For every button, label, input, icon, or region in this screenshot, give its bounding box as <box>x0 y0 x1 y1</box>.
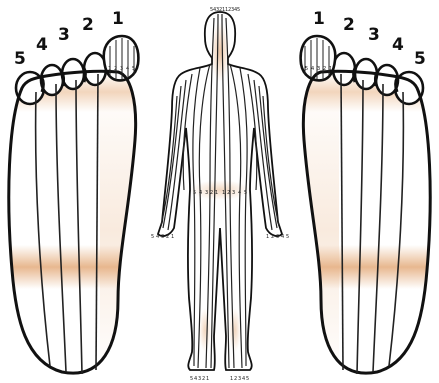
body-left-foot-zone-number: 4 <box>194 376 197 382</box>
waist-zone-number: 4 <box>199 190 202 196</box>
body-right-foot-zone-number: 4 <box>242 376 245 382</box>
right-toe-number-1: 1 <box>313 9 325 29</box>
body-right-foot-zone-number: 3 <box>238 376 241 382</box>
body-left-foot-zone-number: 5 <box>190 376 193 382</box>
body-left-foot-numbers: 5 4 3 2 1 <box>190 376 209 382</box>
left-foot-zone-lines <box>36 74 98 374</box>
waist-zone-number: 3 <box>232 190 235 196</box>
left-hand-zone-number: 5 <box>151 234 154 240</box>
right-toe-number-4: 4 <box>392 35 404 55</box>
right-hand-zone-number: 2 <box>271 234 274 240</box>
left-foot-zone-shading <box>0 72 150 380</box>
right-hand-zone-number: 5 <box>286 234 289 240</box>
body-left-foot-zone-number: 3 <box>198 376 201 382</box>
right-foot-zone-lines <box>341 74 403 374</box>
right-big-toe-zone-2: 2 <box>323 66 326 72</box>
right-big-toe-zone-4: 4 <box>311 66 314 72</box>
waist-zone-number: 3 <box>205 190 208 196</box>
left-hand-zone-number: 1 <box>171 234 174 240</box>
right-hand-zone-number: 3 <box>276 234 279 240</box>
right-foot-zone-shading <box>290 72 439 380</box>
left-big-toe-zone-1: 1 <box>108 66 111 72</box>
body-left-foot-zone-number: 2 <box>202 376 205 382</box>
left-big-toe-zone-5: 5 <box>132 66 135 72</box>
right-hand-zone-number: 4 <box>281 234 284 240</box>
body-right-foot-zone-number: 5 <box>246 376 249 382</box>
left-hand-zone-number: 4 <box>156 234 159 240</box>
body-figure: 5 4 3 2 1 1 2 3 4 5 5 4 3 2 1 1 2 3 4 5 … <box>151 7 289 382</box>
left-toe-number-1: 1 <box>112 9 124 29</box>
right-toe-number-3: 3 <box>368 25 380 45</box>
waist-zone-number: 1 <box>215 190 218 196</box>
body-right-foot-numbers: 1 2 3 4 5 <box>230 376 249 382</box>
right-toe-number-2: 2 <box>343 15 355 35</box>
right-foot: 5 4 3 2 1 1 2 3 4 5 <box>290 9 439 380</box>
left-toe-number-5: 5 <box>14 49 26 69</box>
body-right-foot-zone-number: 1 <box>230 376 233 382</box>
head-zone-number: 5 <box>237 7 240 13</box>
body-right-foot-zone-number: 2 <box>234 376 237 382</box>
left-toe-number-4: 4 <box>36 35 48 55</box>
left-foot: 1 2 3 4 5 5 4 3 2 1 <box>0 9 150 380</box>
waist-zone-number: 1 <box>222 190 225 196</box>
left-big-toe-zone-2: 2 <box>114 66 117 72</box>
waist-zone-number: 5 <box>193 190 196 196</box>
right-hand-zone-number: 1 <box>266 234 269 240</box>
left-hand-zone-number: 2 <box>166 234 169 240</box>
right-big-toe-zone-1: 1 <box>329 66 332 72</box>
waist-zone-number: 4 <box>238 190 241 196</box>
left-big-toe-zone-4: 4 <box>126 66 129 72</box>
right-hand-numbers: 1 2 3 4 5 <box>266 234 289 240</box>
right-big-toe-zone-5: 5 <box>305 66 308 72</box>
body-head-numbers: 5 4 3 2 1 1 2 3 4 5 <box>210 7 240 13</box>
waist-zone-number: 5 <box>244 190 247 196</box>
right-toe-number-5: 5 <box>414 49 426 69</box>
left-toe-number-2: 2 <box>82 15 94 35</box>
waist-zone-number: 2 <box>227 190 230 196</box>
left-hand-numbers: 5 4 3 2 1 <box>151 234 174 240</box>
left-toe-number-3: 3 <box>58 25 70 45</box>
left-hand-zone-number: 3 <box>161 234 164 240</box>
left-big-toe-zone-3: 3 <box>120 66 123 72</box>
body-left-foot-zone-number: 1 <box>206 376 209 382</box>
right-big-toe-zone-3: 3 <box>317 66 320 72</box>
waist-zone-number: 2 <box>210 190 213 196</box>
